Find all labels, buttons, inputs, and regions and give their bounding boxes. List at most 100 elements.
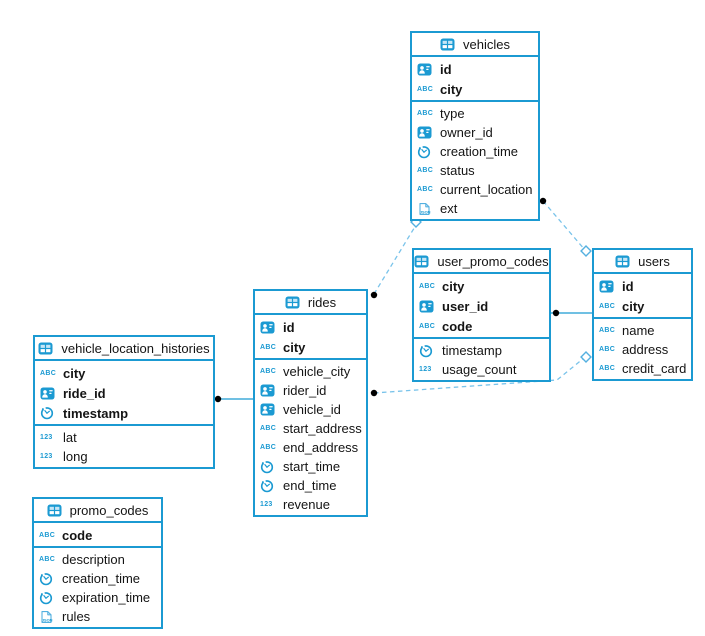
table-header[interactable]: vehicles	[412, 33, 538, 57]
clock-timestamp-icon	[419, 343, 437, 358]
clock-timestamp-icon	[39, 571, 57, 586]
column-vehicle_id[interactable]: vehicle_id	[255, 400, 366, 419]
table-header[interactable]: user_promo_codes	[414, 250, 549, 274]
clock-timestamp-icon	[39, 590, 57, 605]
column-ride_id[interactable]: ride_id	[35, 383, 213, 403]
table-grid-icon	[285, 296, 303, 309]
column-timestamp[interactable]: timestamp	[414, 341, 549, 360]
abc-text-type-icon: ABC	[599, 346, 616, 353]
table-header[interactable]: users	[594, 250, 691, 274]
table-header[interactable]: rides	[255, 291, 366, 315]
table-title: users	[638, 253, 670, 269]
uuid-id-card-icon	[419, 300, 437, 313]
column-label: end_address	[283, 440, 359, 455]
column-label: rider_id	[283, 383, 327, 398]
svg-text:JSON: JSON	[42, 617, 53, 622]
abc-text-type-icon: ABC	[419, 282, 436, 290]
column-rider_id[interactable]: rider_id	[255, 381, 366, 400]
abc-text-type-icon: ABC	[417, 167, 434, 174]
column-label: city	[440, 81, 463, 97]
column-label: ride_id	[63, 385, 106, 401]
column-current_location[interactable]: ABC current_location	[412, 180, 538, 199]
column-label: code	[442, 318, 473, 334]
column-label: ext	[440, 201, 458, 216]
column-label: lat	[63, 430, 77, 445]
column-label: code	[62, 527, 93, 543]
cardinality-dot-marker	[370, 389, 378, 397]
column-creation_time[interactable]: creation_time	[412, 142, 538, 161]
column-label: timestamp	[63, 405, 129, 421]
column-owner_id[interactable]: owner_id	[412, 123, 538, 142]
column-id[interactable]: id	[412, 59, 538, 79]
cardinality-dot-marker	[370, 291, 378, 299]
column-creation_time[interactable]: creation_time	[34, 569, 161, 588]
table-header[interactable]: vehicle_location_histories	[35, 337, 213, 361]
column-label: user_id	[442, 298, 489, 314]
column-start_time[interactable]: start_time	[255, 457, 366, 476]
column-label: usage_count	[442, 362, 517, 377]
abc-text-type-icon: ABC	[40, 369, 57, 377]
column-timestamp[interactable]: timestamp	[35, 403, 213, 423]
table-grid-icon	[440, 38, 458, 51]
abc-text-type-icon: ABC	[417, 186, 434, 193]
column-label: end_time	[283, 478, 337, 493]
table-grid-icon	[38, 342, 56, 355]
table-header[interactable]: promo_codes	[34, 499, 161, 523]
table-title: user_promo_codes	[437, 253, 549, 269]
clock-timestamp-icon	[260, 478, 278, 493]
column-label: current_location	[440, 182, 533, 197]
column-label: credit_card	[622, 361, 687, 376]
table-title: vehicle_location_histories	[61, 340, 210, 356]
column-label: city	[283, 339, 306, 355]
column-label: expiration_time	[62, 590, 151, 605]
column-user_id[interactable]: user_id	[414, 296, 549, 316]
column-label: type	[440, 106, 465, 121]
table-title: promo_codes	[69, 502, 149, 518]
abc-text-type-icon: ABC	[39, 556, 56, 563]
column-label: id	[283, 319, 295, 335]
column-label: vehicle_id	[283, 402, 341, 417]
column-end_time[interactable]: end_time	[255, 476, 366, 495]
column-label: id	[440, 61, 452, 77]
uuid-id-card-icon	[260, 403, 278, 416]
uuid-id-card-icon	[599, 280, 617, 293]
column-id[interactable]: id	[594, 276, 691, 296]
column-id[interactable]: id	[255, 317, 366, 337]
column-label: owner_id	[440, 125, 493, 140]
column-label: vehicle_city	[283, 364, 351, 379]
column-expiration_time[interactable]: expiration_time	[34, 588, 161, 607]
uuid-id-card-icon	[260, 384, 278, 397]
